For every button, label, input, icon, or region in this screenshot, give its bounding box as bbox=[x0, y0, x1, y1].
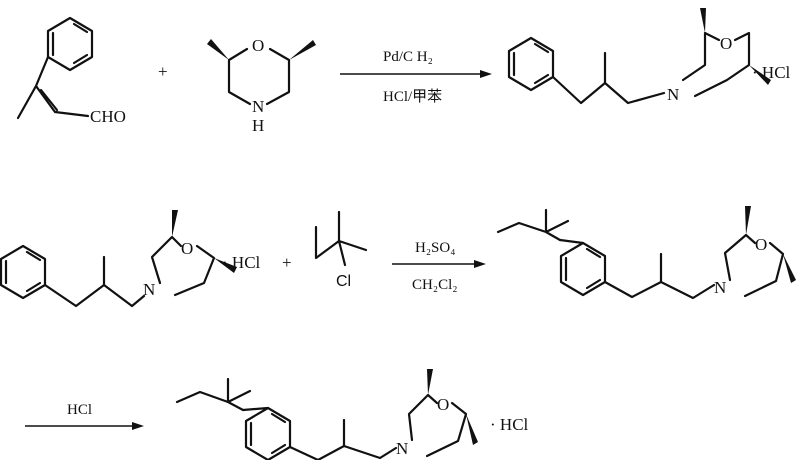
morpholine-ring bbox=[681, 31, 751, 98]
conditions-below-1: HCl/甲苯 bbox=[383, 88, 442, 105]
methyl-wedge-up bbox=[427, 369, 433, 395]
reaction-arrow-1: Pd/C H₂ HCl/甲苯 bbox=[340, 49, 492, 105]
benzene-ring bbox=[0, 244, 47, 300]
benzene-ring bbox=[559, 241, 607, 297]
alkyl-chain bbox=[603, 252, 716, 300]
hydrogen-label: H bbox=[252, 116, 264, 135]
alkyl-chain bbox=[43, 255, 146, 308]
reaction-arrow-2: H₂SO₄ CH₂Cl₂ bbox=[392, 240, 486, 293]
reactant-methylcinnamaldehyde: CHO bbox=[16, 16, 126, 126]
reaction-3: HCl N O · HCl bbox=[25, 369, 529, 460]
methyl-wedge-left bbox=[207, 39, 229, 60]
reactant-amine-salt: N O · HCl bbox=[0, 210, 261, 308]
salt-label: · HCl bbox=[752, 63, 791, 82]
conditions-above-1: Pd/C H₂ bbox=[383, 49, 433, 65]
product-1: N O · HCl bbox=[507, 8, 791, 105]
morpholine-ring bbox=[227, 47, 291, 106]
alkyl-chain bbox=[288, 444, 398, 460]
product-2: N O bbox=[496, 206, 796, 300]
morpholine-ring bbox=[407, 393, 468, 458]
conditions-above-3: HCl bbox=[67, 402, 92, 418]
conditions-above-2: H₂SO₄ bbox=[415, 240, 455, 256]
oxygen-label: O bbox=[181, 239, 193, 258]
nitrogen-label: N bbox=[396, 439, 408, 458]
conditions-below-2: CH₂Cl₂ bbox=[412, 277, 457, 293]
nitrogen-label: N bbox=[143, 280, 155, 299]
plus-sign-1: + bbox=[158, 62, 168, 81]
nitrogen-label: N bbox=[252, 97, 264, 116]
oxygen-label: O bbox=[755, 235, 767, 254]
benzene-ring bbox=[46, 16, 94, 72]
alkyl-skeleton bbox=[314, 210, 368, 267]
reaction-1: CHO + O N H Pd/C H₂ HCl/甲苯 bbox=[16, 8, 791, 135]
salt-label: · HCl bbox=[222, 253, 261, 272]
methyl-wedge-up bbox=[172, 210, 178, 237]
reactant-dimethylmorpholine: O N H bbox=[207, 36, 316, 135]
product-3: N O · HCl bbox=[175, 369, 529, 460]
tert-pentyl-group bbox=[496, 208, 570, 242]
tert-pentyl-group bbox=[175, 377, 252, 412]
oxygen-label: O bbox=[252, 36, 264, 55]
benzene-ring bbox=[507, 36, 555, 92]
methyl-wedge-down bbox=[749, 65, 771, 85]
aldehyde-label: CHO bbox=[90, 107, 126, 126]
methyl-wedge-up bbox=[745, 206, 751, 235]
nitrogen-label: N bbox=[667, 85, 679, 104]
methyl-wedge-right bbox=[289, 40, 316, 60]
oxygen-label: O bbox=[437, 395, 449, 414]
reaction-arrow-3: HCl bbox=[25, 402, 144, 430]
methyl-wedge-down bbox=[214, 258, 237, 273]
nitrogen-label: N bbox=[714, 278, 726, 297]
salt-label: · HCl bbox=[490, 415, 529, 434]
benzene-ring bbox=[244, 406, 292, 460]
morpholine-ring bbox=[723, 233, 785, 298]
chlorine-label: Cl bbox=[336, 273, 351, 290]
methyl-wedge-down bbox=[466, 414, 478, 445]
methyl-wedge-up bbox=[700, 8, 706, 33]
alkene-chain bbox=[16, 55, 90, 120]
reactant-chloro-methylbutane: Cl bbox=[314, 210, 368, 290]
plus-sign-2: + bbox=[282, 253, 292, 272]
oxygen-label: O bbox=[720, 34, 732, 53]
morpholine-ring bbox=[150, 235, 216, 297]
alkyl-chain bbox=[551, 51, 666, 105]
methyl-wedge-down bbox=[783, 254, 796, 283]
reaction-2: N O · HCl + Cl H₂SO₄ CH₂Cl₂ bbox=[0, 206, 796, 308]
